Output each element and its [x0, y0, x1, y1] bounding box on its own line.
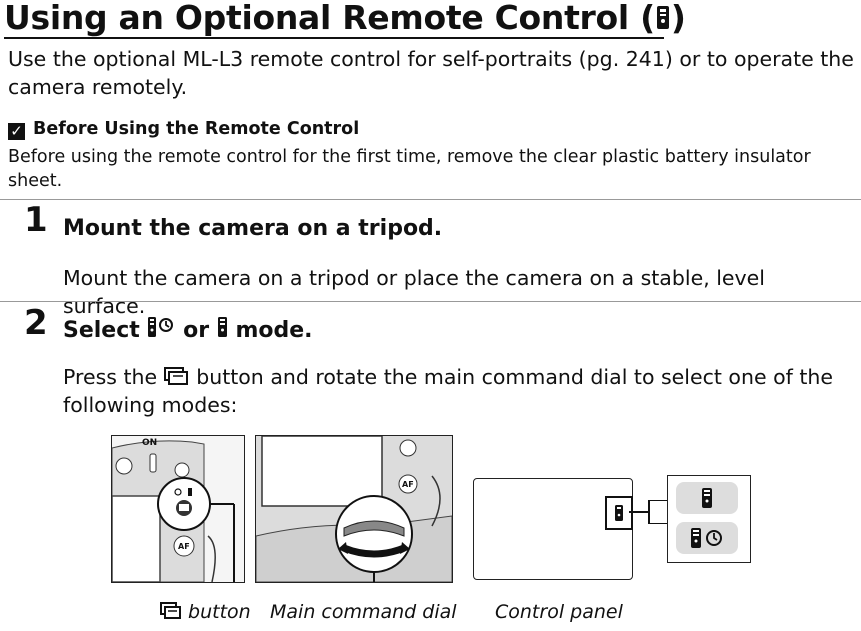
dial-caption: Main command dial	[270, 601, 457, 623]
button-caption-text: button	[188, 601, 251, 623]
step-body-pre: Press the	[63, 365, 158, 389]
command-dial-drawing	[256, 436, 452, 582]
intro-paragraph: Use the optional ML-L3 remote control fo…	[8, 47, 854, 99]
af-label: AF	[402, 480, 414, 489]
note-body: Before using the remote control for the …	[8, 147, 811, 191]
remote-icon	[656, 6, 669, 29]
camera-back-drawing	[112, 436, 244, 582]
on-label: ON	[142, 438, 158, 448]
page-title: Using an Optional Remote Control ()	[4, 0, 686, 37]
title-underline	[4, 37, 664, 39]
step-title-select: Select	[63, 318, 140, 343]
step-body: Press the button and rotate the main com…	[63, 363, 853, 419]
step-title: Mount the camera on a tripod.	[63, 216, 443, 241]
remote-mode-option	[676, 482, 738, 514]
step-body-post: button and rotate the main command dial …	[63, 365, 834, 417]
check-icon: ✓	[8, 123, 25, 140]
remote-icon	[217, 317, 227, 337]
release-mode-icon	[163, 367, 188, 385]
remote-delay-mode-option	[676, 522, 738, 554]
title-paren-close: )	[670, 0, 686, 37]
button-caption: button	[160, 601, 251, 623]
command-dial-illustration: AF	[255, 435, 453, 583]
release-mode-icon	[160, 602, 181, 619]
divider	[0, 199, 861, 200]
step-number: 1	[24, 200, 48, 240]
panel-caption: Control panel	[495, 601, 623, 623]
title-paren-open: (	[640, 0, 655, 37]
note-heading-text: Before Using the Remote Control	[33, 119, 360, 139]
remote-icon	[615, 505, 623, 521]
camera-back-illustration: ON AF	[111, 435, 245, 583]
af-label: AF	[178, 542, 190, 551]
step-title-mode: mode.	[235, 318, 313, 343]
page-title-text: Using an Optional Remote Control	[4, 0, 629, 37]
step-title: Select or mode.	[63, 315, 313, 343]
remote-icon	[702, 488, 712, 508]
remote-delay-icon	[148, 317, 174, 337]
step-body: Mount the camera on a tripod or place th…	[63, 266, 765, 318]
panel-connector-lines	[629, 500, 667, 524]
step-number: 2	[24, 303, 48, 343]
step-title-or: or	[183, 318, 210, 343]
divider	[0, 301, 861, 302]
note-heading: ✓ Before Using the Remote Control	[8, 119, 359, 140]
mode-options-box	[667, 475, 751, 563]
remote-delay-icon	[691, 528, 722, 548]
